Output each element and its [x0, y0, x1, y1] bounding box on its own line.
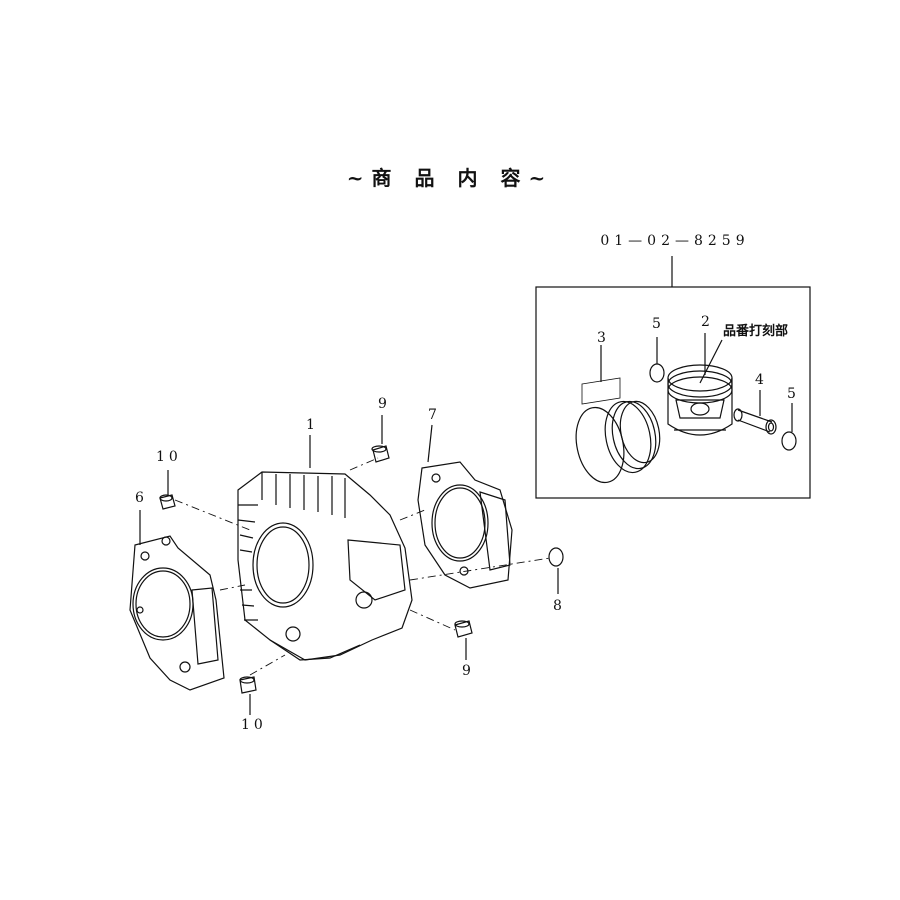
gasket-head: [417, 461, 513, 589]
piston: [667, 364, 733, 436]
dowel-left-bottom: [239, 676, 257, 694]
label-10-bottom: 10: [241, 717, 267, 733]
page-title: ~商 品 内 容~: [346, 166, 554, 190]
cylinder: [237, 471, 413, 661]
piston-rings: [575, 377, 661, 484]
alignment-lines: [174, 457, 551, 676]
gasket-base: [129, 535, 225, 691]
dowel-bottom: [454, 620, 473, 638]
label-2: 2: [701, 314, 714, 330]
label-1: 1: [306, 417, 319, 433]
label-5-left: 5: [652, 316, 665, 332]
leader-7: [427, 424, 433, 463]
label-5-right: 5: [787, 386, 800, 402]
piston-kit-box: [535, 286, 811, 499]
label-9-top: 9: [378, 396, 391, 412]
leader-stamp: [699, 339, 723, 384]
dowel-top: [371, 445, 390, 463]
clip-left: [649, 363, 665, 383]
piston-pin: [733, 408, 777, 435]
kit-code-label: 01—02—8259: [600, 233, 750, 249]
stamp-location-label: 品番打刻部: [723, 324, 789, 339]
o-ring: [548, 547, 564, 567]
label-9-bottom: 9: [462, 663, 475, 679]
label-8: 8: [553, 598, 566, 614]
label-10-top: 10: [156, 449, 182, 465]
label-3: 3: [597, 330, 610, 346]
label-7: 7: [428, 407, 441, 423]
clip-right: [781, 431, 797, 451]
label-4: 4: [755, 372, 768, 388]
label-6: 6: [135, 490, 148, 506]
dowel-left-top: [159, 494, 176, 510]
